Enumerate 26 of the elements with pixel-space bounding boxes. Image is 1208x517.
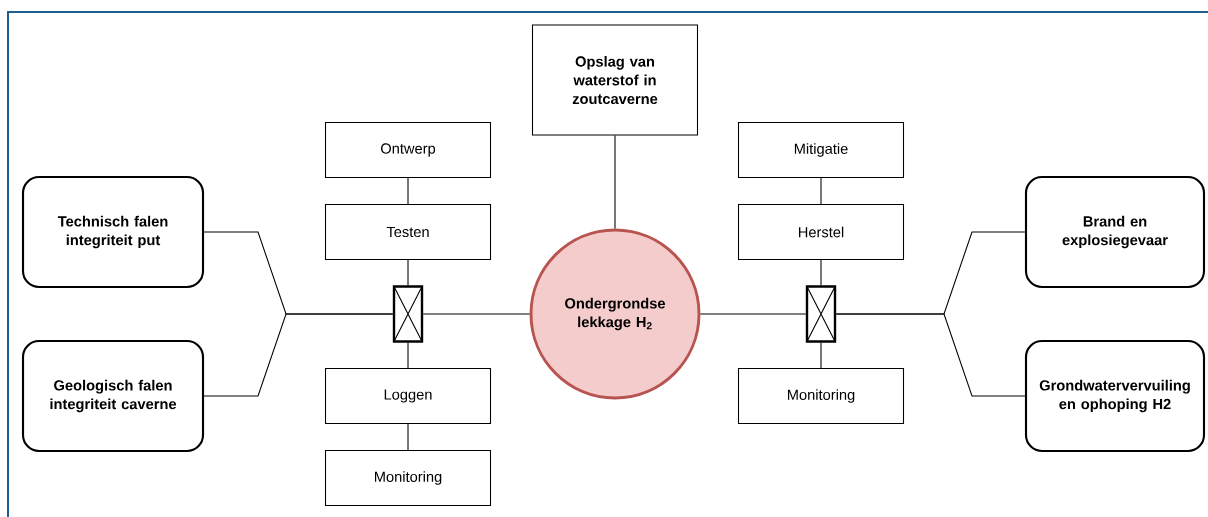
barrier-symbol	[805, 285, 837, 343]
barrier-box: Mitigatie	[737, 121, 905, 179]
barrier-box: Monitoring	[324, 449, 492, 507]
connector-line	[820, 342, 822, 369]
barrier-box: Monitoring	[737, 367, 905, 425]
event-box: Technisch falen integriteit put	[21, 175, 205, 289]
barrier-box: Testen	[324, 203, 492, 261]
connector-line	[422, 313, 531, 315]
barrier-box: Loggen	[324, 367, 492, 425]
event-box: Grondwatervervuiling en ophoping H2	[1024, 339, 1206, 453]
connector-line	[407, 177, 409, 205]
connector-line	[699, 313, 807, 315]
barrier-box: Herstel	[737, 203, 905, 261]
connector-line	[407, 259, 409, 286]
connector-line	[614, 135, 616, 230]
connector-line	[820, 259, 822, 286]
connector-line	[407, 423, 409, 451]
connector-line	[820, 177, 822, 205]
barrier-symbol	[392, 285, 424, 343]
event-box: Geologisch falen integriteit caverne	[21, 339, 205, 453]
event-box: Brand en explosiegevaar	[1024, 175, 1206, 289]
connector-line	[835, 313, 1026, 397]
connector-line	[407, 342, 409, 369]
hazard-box: Opslag van waterstof in zoutcaverne	[531, 24, 699, 136]
barrier-box: Ontwerp	[324, 121, 492, 179]
connector-line	[203, 313, 394, 397]
